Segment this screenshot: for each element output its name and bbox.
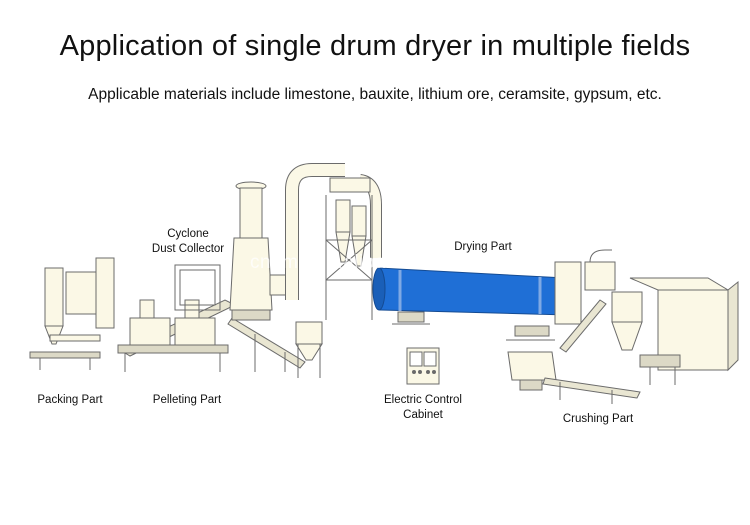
watermark: cngmg.en.alibaba.com [250,252,452,273]
label-pelleting: Pelleting Part [152,394,222,406]
label-control-line1: Electric Control [384,394,462,406]
label-drying: Drying Part [454,241,512,253]
label-cyclone-line1: Cyclone [167,228,209,240]
page-subtitle: Applicable materials include limestone, … [88,86,662,103]
label-crushing: Crushing Part [562,413,634,425]
packing-machine [29,257,115,370]
pelleting-machines [117,264,237,372]
hot-air-furnace [611,277,739,385]
inclined-conveyor [227,317,306,372]
page-title: Application of single drum dryer in mult… [59,30,691,62]
label-cyclone-line2: Dust Collector [151,243,225,255]
label-packing: Packing Part [37,394,103,406]
electric-control-cabinet [406,347,440,385]
label-control: Electric Control Cabinet [372,393,474,423]
label-cyclone: Cyclone Dust Collector [148,227,228,257]
cyclone-frame [325,177,373,320]
label-control-line2: Cabinet [403,409,443,421]
drying-drum [372,261,582,325]
dryer-supports [392,311,555,341]
crushing-equipment [507,249,641,404]
small-silo [295,321,323,378]
